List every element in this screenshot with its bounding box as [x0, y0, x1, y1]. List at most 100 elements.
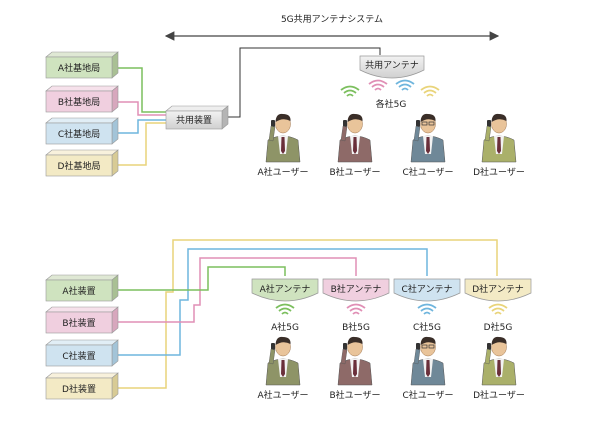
signal-a-label: A社5G — [271, 321, 299, 333]
user-arm — [268, 348, 276, 365]
wave-icon-a — [340, 85, 360, 97]
user-label: A社ユーザー — [258, 389, 309, 401]
antenna-c: C社アンテナ — [393, 278, 461, 302]
shared-device: 共用装置 — [165, 105, 229, 130]
glasses-icon — [428, 344, 435, 349]
user-tie — [426, 137, 430, 154]
wave-icon-b — [368, 79, 388, 91]
device-a-label: A社装置 — [62, 285, 95, 297]
antenna-b-label: B社アンテナ — [331, 283, 382, 295]
user-arm — [268, 125, 276, 142]
wave-icon-b — [346, 303, 366, 315]
phone-icon — [416, 343, 420, 350]
user-figure: A社ユーザー — [258, 113, 309, 178]
base-station-d: D社基地局 — [45, 149, 119, 177]
base-station-b: B社基地局 — [45, 85, 119, 113]
wave-icon-c — [417, 303, 437, 315]
user-figure: A社ユーザー — [258, 336, 309, 401]
user-figure: C社ユーザー — [402, 113, 454, 178]
device-b: B社装置 — [45, 306, 119, 334]
user-hair — [347, 113, 363, 122]
signal-c-label: C社5G — [413, 321, 441, 333]
glasses-icon — [421, 121, 428, 126]
wave-icon-a — [275, 303, 295, 315]
user-label: A社ユーザー — [258, 166, 309, 178]
user-figure: C社ユーザー — [402, 336, 454, 401]
device-c-label: C社装置 — [62, 350, 95, 362]
user-hair — [275, 336, 291, 345]
phone-icon — [487, 343, 491, 350]
device-b-label: B社装置 — [62, 317, 95, 329]
antenna-a: A社アンテナ — [251, 278, 319, 302]
phone-icon — [343, 343, 347, 350]
bottom-connection-lines — [118, 239, 498, 389]
base-station-b-label: B社基地局 — [58, 96, 100, 108]
device-d-label: D社装置 — [62, 383, 96, 395]
user-figure: D社ユーザー — [473, 113, 525, 178]
user-hair — [275, 113, 291, 122]
user-label: B社ユーザー — [330, 166, 381, 178]
device-d: D社装置 — [45, 372, 119, 400]
shared-antenna: 共用アンテナ — [359, 55, 425, 79]
top-title: 5G共用アンテナシステム — [281, 14, 383, 25]
user-hair — [491, 336, 507, 345]
glasses-icon — [428, 121, 435, 126]
user-hair — [420, 113, 436, 122]
user-tie — [497, 137, 501, 154]
user-tie — [281, 360, 285, 377]
user-label: D社ユーザー — [473, 389, 525, 401]
user-figure: B社ユーザー — [330, 336, 381, 401]
user-arm — [340, 125, 348, 142]
top-users: A社ユーザー B社ユーザー C社ユーザー D社ユーザー — [258, 113, 525, 178]
user-tie — [497, 360, 501, 377]
user-label: C社ユーザー — [402, 166, 453, 178]
user-hair — [347, 336, 363, 345]
user-label: D社ユーザー — [473, 166, 525, 178]
shared-antenna-label: 共用アンテナ — [365, 60, 419, 71]
user-label: B社ユーザー — [330, 389, 381, 401]
user-hair — [420, 336, 436, 345]
phone-icon — [271, 120, 275, 127]
phone-icon — [271, 343, 275, 350]
user-arm — [484, 348, 492, 365]
signal-b-label: B社5G — [342, 321, 370, 333]
base-station-a-label: A社基地局 — [58, 62, 100, 74]
top-wave-icons — [340, 79, 440, 97]
bottom-users: A社ユーザー B社ユーザー C社ユーザー D社ユーザー — [258, 336, 525, 401]
base-station-c: C社基地局 — [45, 117, 119, 145]
signal-label: 各社5G — [376, 98, 407, 110]
top-connection-lines — [118, 47, 381, 166]
phone-icon — [343, 120, 347, 127]
user-arm — [413, 125, 421, 142]
antenna-d: D社アンテナ — [464, 278, 532, 302]
glasses-icon — [421, 344, 428, 349]
wave-icon-d — [488, 303, 508, 315]
antenna-c-label: C社アンテナ — [402, 283, 453, 295]
antenna-b: B社アンテナ — [322, 278, 390, 302]
user-arm — [413, 348, 421, 365]
user-figure: D社ユーザー — [473, 336, 525, 401]
user-figure: B社ユーザー — [330, 113, 381, 178]
antenna-d-label: D社アンテナ — [472, 283, 524, 295]
user-arm — [340, 348, 348, 365]
device-a: A社装置 — [45, 274, 119, 302]
user-tie — [353, 137, 357, 154]
base-station-c-label: C社基地局 — [58, 128, 100, 140]
device-c: C社装置 — [45, 339, 119, 367]
wave-icon-d — [420, 85, 440, 97]
user-tie — [281, 137, 285, 154]
user-tie — [426, 360, 430, 377]
phone-icon — [416, 120, 420, 127]
shared-device-label: 共用装置 — [176, 114, 212, 126]
user-tie — [353, 360, 357, 377]
user-label: C社ユーザー — [402, 389, 453, 401]
bottom-wave-icons — [275, 303, 508, 315]
user-arm — [484, 125, 492, 142]
base-station-d-label: D社基地局 — [58, 160, 101, 172]
base-station-a: A社基地局 — [45, 51, 119, 79]
user-hair — [491, 113, 507, 122]
wave-icon-c — [395, 79, 415, 91]
antenna-a-label: A社アンテナ — [260, 283, 311, 295]
signal-d-label: D社5G — [484, 321, 513, 333]
